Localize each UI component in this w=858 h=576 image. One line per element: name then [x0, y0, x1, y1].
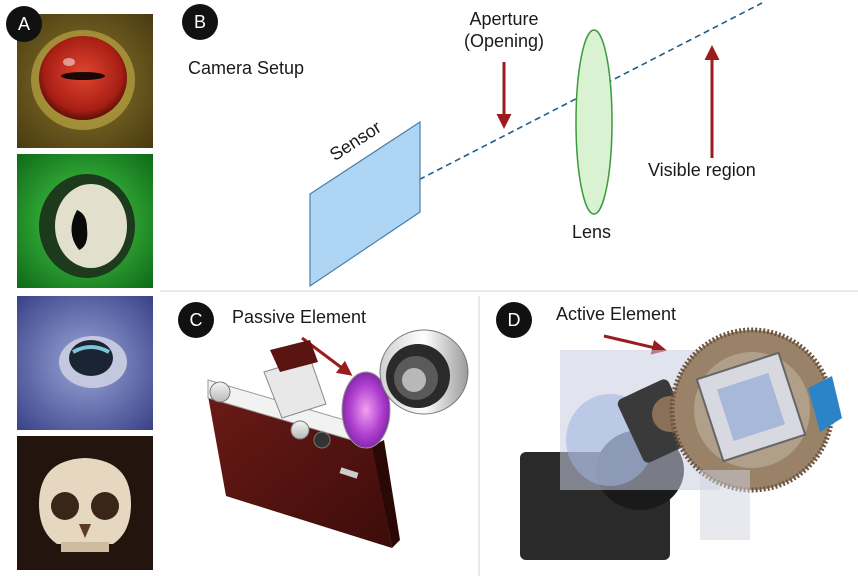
panel-c-badge: C [178, 302, 214, 338]
passive-element-label: Passive Element [232, 307, 367, 327]
camera-body-illustration [207, 340, 400, 548]
passive-filter-illustration [341, 371, 391, 449]
panel-a-badge: A [6, 6, 42, 42]
active-element-illustration [520, 327, 842, 560]
visible-region-label: Visible region [648, 160, 756, 180]
lens-barrel-illustration [379, 329, 469, 415]
panel-d-badge: D [496, 302, 532, 338]
aperture-label: Aperture (Opening) [444, 8, 564, 52]
lens-label: Lens [572, 222, 612, 242]
lens-shape [575, 29, 613, 215]
aperture-label-line-2: (Opening) [463, 31, 545, 51]
active-element-arrow [603, 334, 667, 355]
active-element-label: Active Element [556, 304, 677, 324]
skull-photo [17, 436, 153, 570]
red-eye-photo [17, 14, 153, 148]
green-eye-photo [17, 154, 153, 288]
aperture-label-line-1: Aperture [469, 9, 539, 29]
camera-setup-title: Camera Setup [188, 58, 305, 78]
panel-b-badge: B [182, 4, 218, 40]
blue-eye-photo [17, 296, 153, 430]
sensor-plane [309, 120, 421, 288]
optical-axis-line [365, 2, 763, 208]
